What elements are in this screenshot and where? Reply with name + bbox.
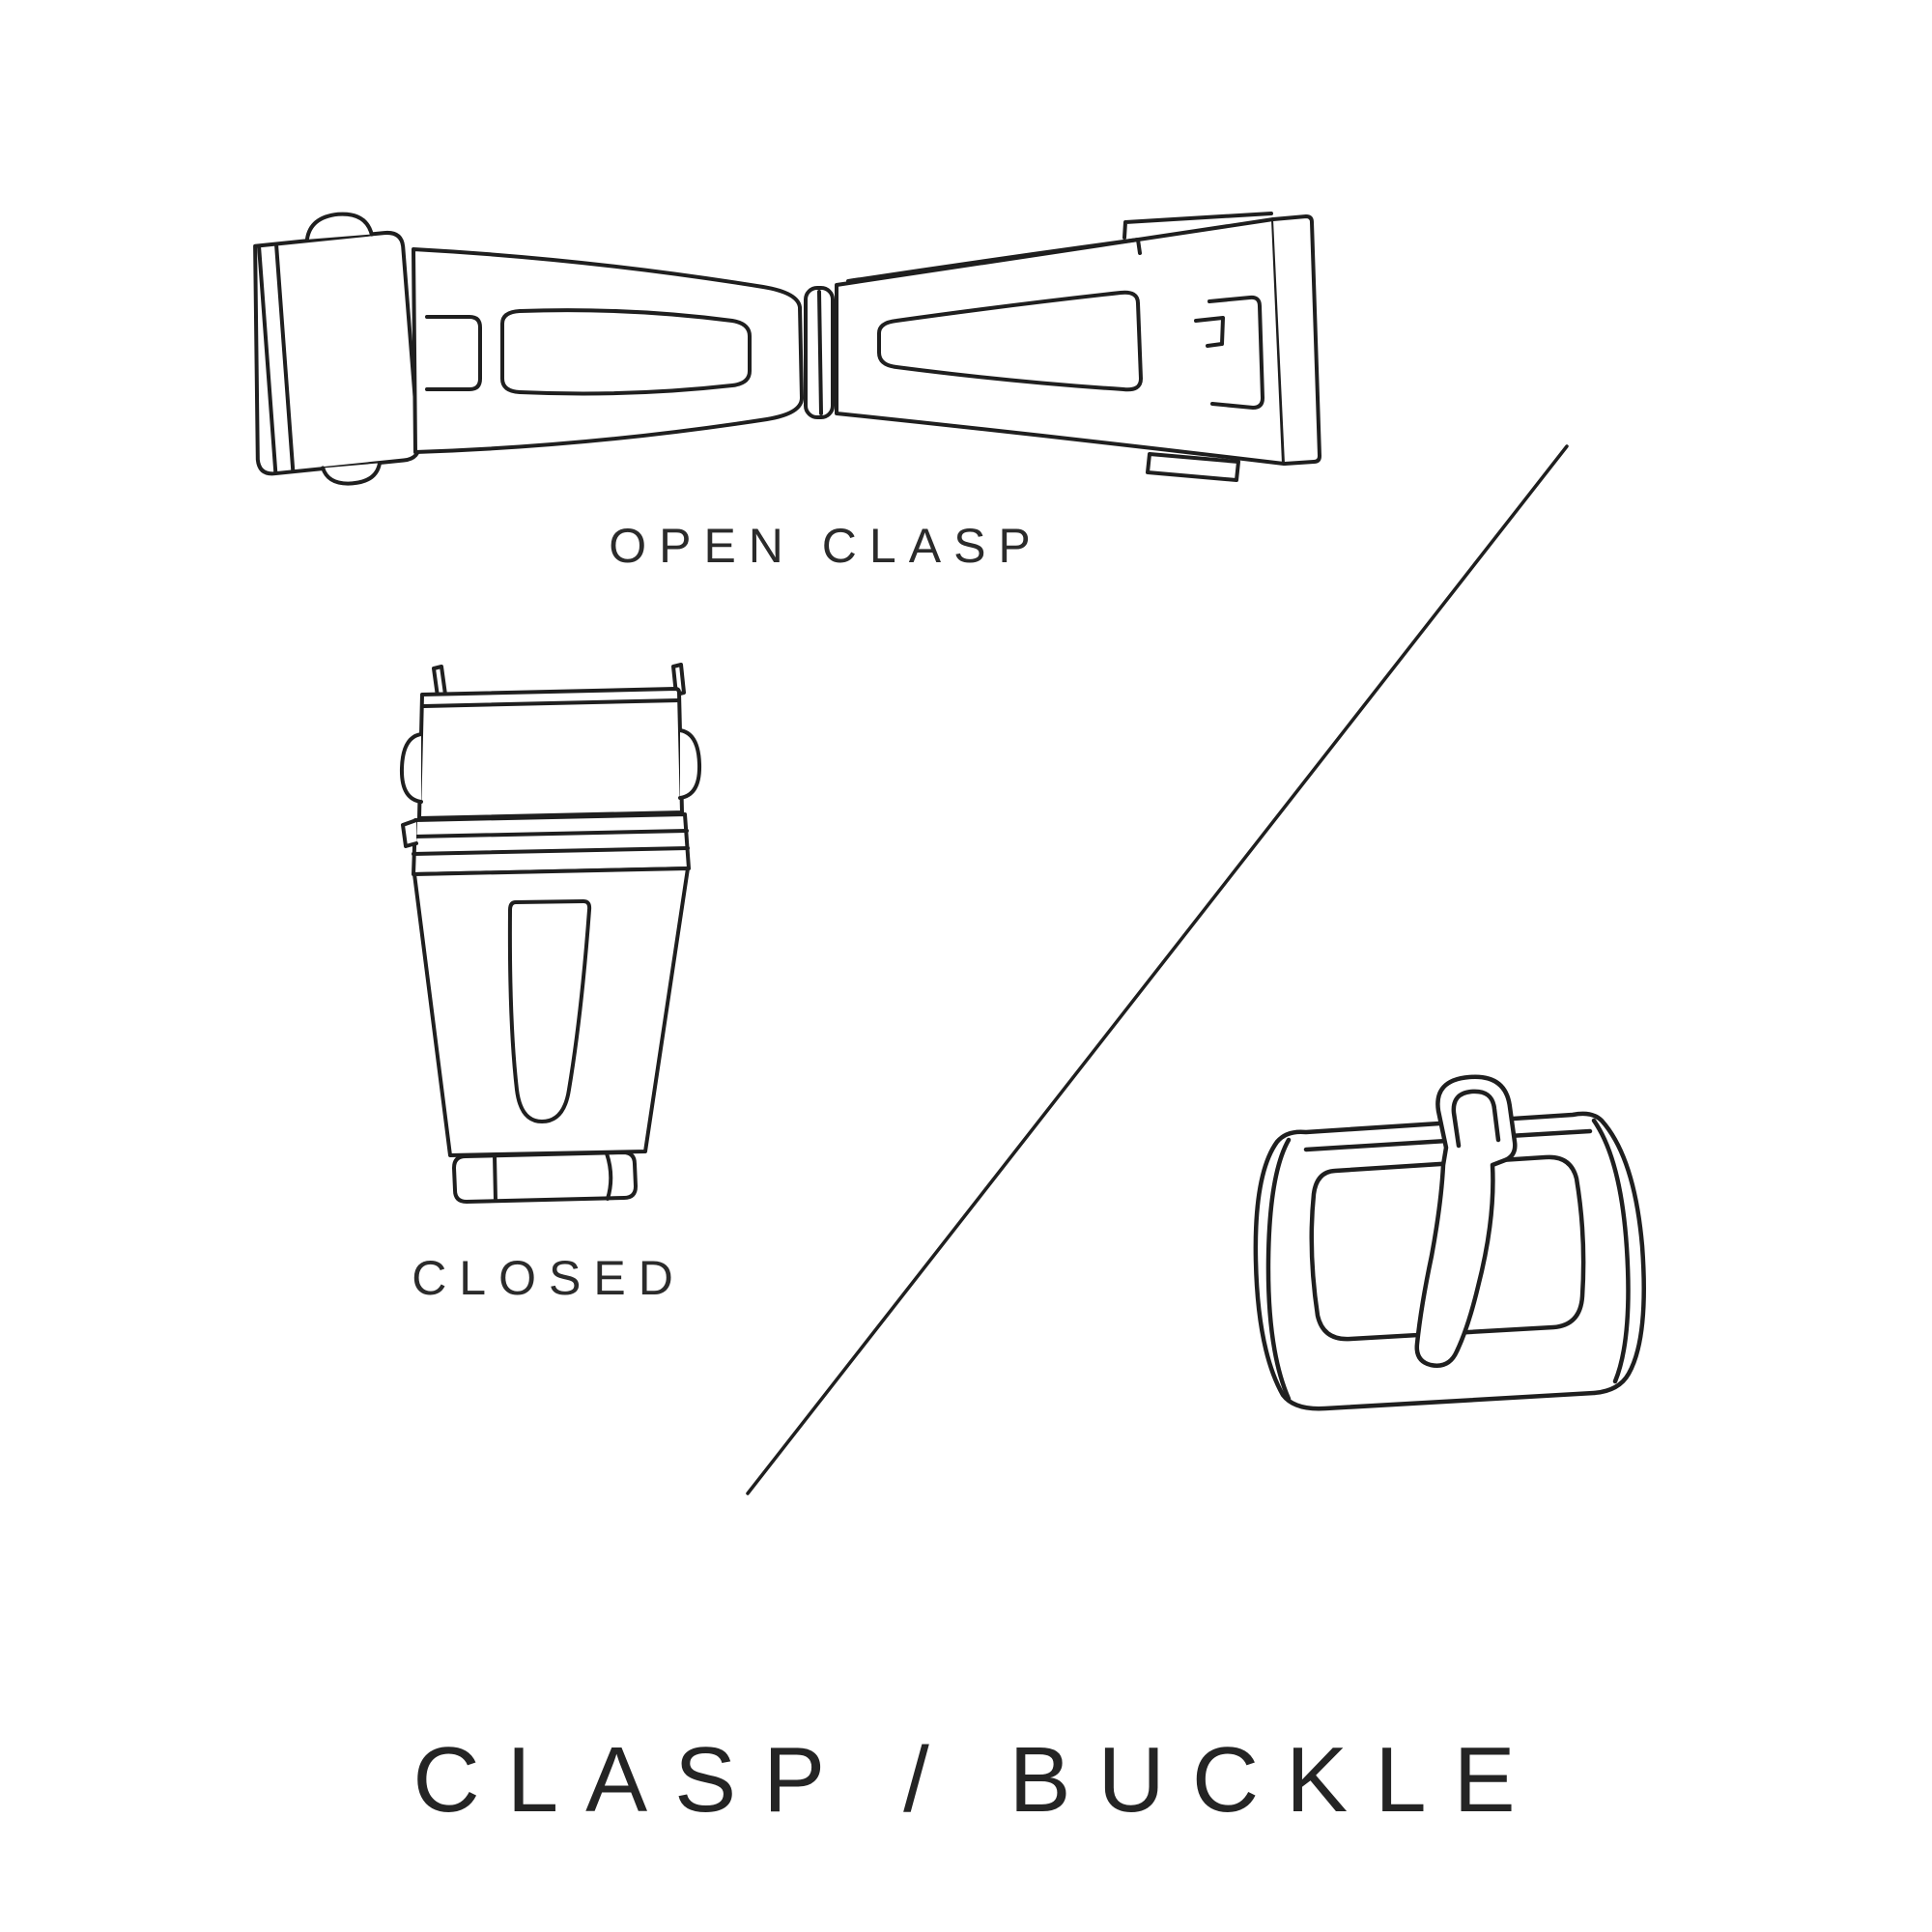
- clasp-end-link: [253, 212, 421, 486]
- clasp-right-arm: [835, 212, 1321, 482]
- closed-clasp-icon: [399, 663, 702, 1204]
- buckle-pin: [1303, 1138, 1450, 1152]
- page-title: CLASP / BUCKLE: [412, 1728, 1543, 1832]
- buckle-tongue: [1414, 1074, 1518, 1368]
- diagonal-divider: [746, 444, 1569, 1495]
- clasp-hinge: [804, 286, 835, 419]
- tang-buckle-icon: [1253, 1074, 1646, 1411]
- clasp-left-arm: [412, 247, 804, 454]
- closed-clasp-label: CLOSED: [412, 1251, 686, 1305]
- open-clasp-icon: [253, 212, 1321, 486]
- buckle-pin: [1506, 1128, 1593, 1139]
- open-clasp-label: OPEN CLASP: [609, 519, 1043, 573]
